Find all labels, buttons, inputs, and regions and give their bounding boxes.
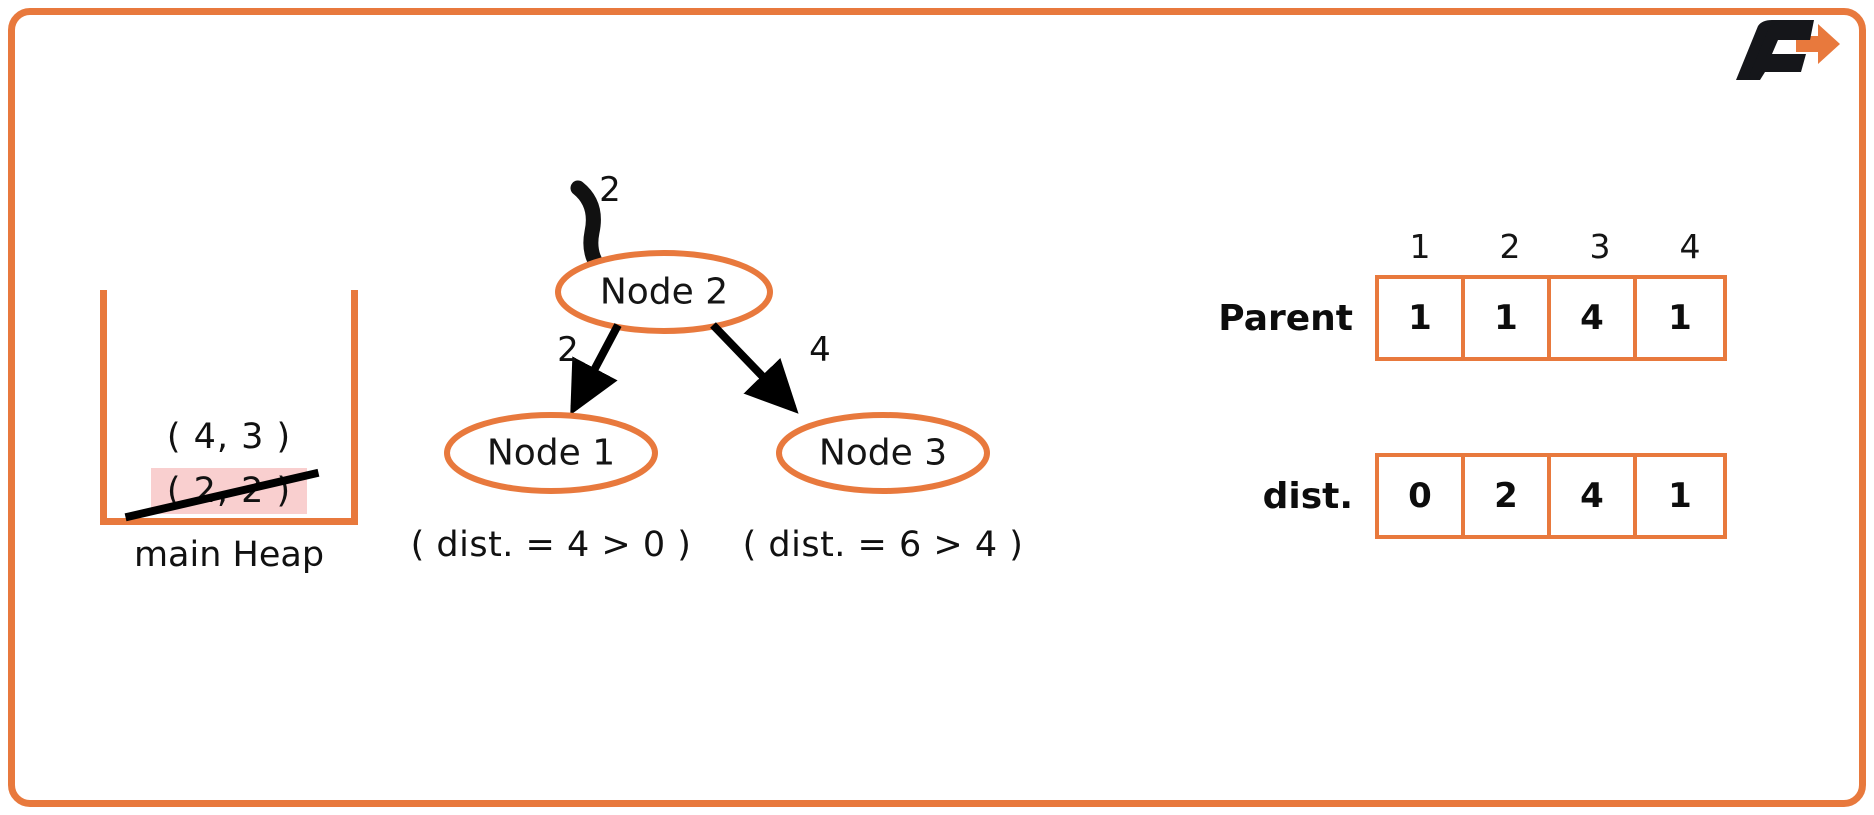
node-3-dist-note: ( dist. = 6 > 4 ) <box>742 525 1024 565</box>
node-2-ellipse <box>555 250 773 334</box>
array-cell: 4 <box>1551 457 1637 535</box>
array-cell: 0 <box>1379 457 1465 535</box>
parent-array-block: 1 2 3 4 Parent 1 1 4 1 <box>1215 227 1727 361</box>
arrays-group: 1 2 3 4 Parent 1 1 4 1 dist. 0 2 4 1 <box>1215 227 1727 539</box>
heap-entry-list: ( 4, 3 ) ( 2, 2 ) <box>107 414 351 522</box>
graph-tree: Node 2 Node 1 Node 3 2 2 4 ( dist. = 4 >… <box>411 170 1190 600</box>
node-1-ellipse <box>444 412 658 494</box>
node-1-dist-note: ( dist. = 4 > 0 ) <box>410 525 692 565</box>
logo-arrow-shape <box>1796 24 1840 64</box>
array-cell: 4 <box>1551 279 1637 357</box>
array-cell: 1 <box>1637 279 1723 357</box>
array-header: 4 <box>1679 227 1701 266</box>
node-3-label: Node 3 <box>818 432 948 474</box>
heap-container: ( 4, 3 ) ( 2, 2 ) <box>100 290 358 525</box>
node-3-ellipse <box>776 412 990 494</box>
array-header: 3 <box>1589 227 1611 266</box>
dist-array-cells: 0 2 4 1 <box>1375 453 1727 539</box>
heap-entry: ( 4, 3 ) <box>166 417 292 457</box>
main-heap-group: ( 4, 3 ) ( 2, 2 ) main Heap <box>100 290 360 575</box>
edge-node2-node1 <box>570 323 622 416</box>
dist-array-label: dist. <box>1262 475 1353 517</box>
node-1-label: Node 1 <box>486 432 616 474</box>
incoming-edge-weight: 2 <box>599 170 621 210</box>
array-header: 1 <box>1409 227 1431 266</box>
node-2-label: Node 2 <box>599 271 729 313</box>
incoming-edge-stub <box>570 180 606 274</box>
array-cell: 2 <box>1465 457 1551 535</box>
heap-label: main Heap <box>133 535 325 575</box>
array-cell: 1 <box>1465 279 1551 357</box>
parent-array-label: Parent <box>1218 297 1353 339</box>
edge-weight-node1: 2 <box>557 330 579 370</box>
edge-node2-node3 <box>710 322 799 414</box>
dist-array-block: dist. 0 2 4 1 <box>1215 453 1727 539</box>
array-column-headers: 1 2 3 4 <box>1375 227 1735 266</box>
array-cell: 1 <box>1637 457 1723 535</box>
edge-weight-node3: 4 <box>809 330 831 370</box>
heap-entry-removed-text: ( 2, 2 ) <box>166 471 292 511</box>
array-cell: 1 <box>1379 279 1465 357</box>
heap-entry-removed: ( 2, 2 ) <box>124 468 320 522</box>
array-header: 2 <box>1499 227 1521 266</box>
parent-array-cells: 1 1 4 1 <box>1375 275 1727 361</box>
brand-logo-f-arrow <box>1722 16 1840 88</box>
